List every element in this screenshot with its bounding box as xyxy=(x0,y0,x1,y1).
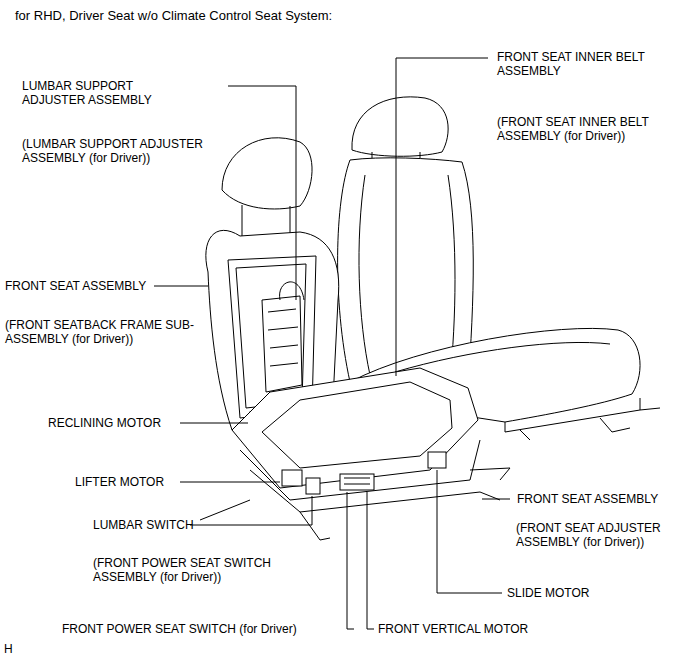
part-name: FRONT POWER SEAT SWITCH (for Driver) xyxy=(62,622,297,636)
part-name: RECLINING MOTOR xyxy=(48,416,161,430)
part-name: (FRONT SEAT ADJUSTER ASSEMBLY (for Drive… xyxy=(516,521,686,549)
part-name: LUMBAR SUPPORT ADJUSTER ASSEMBLY xyxy=(22,79,172,107)
part-name: (LUMBAR SUPPORT ADJUSTER ASSEMBLY (for D… xyxy=(22,137,232,165)
diagram-title: for RHD, Driver Seat w/o Climate Control… xyxy=(15,8,332,24)
part-name: FRONT SEAT ASSEMBLY xyxy=(5,279,195,293)
part-name: (FRONT SEATBACK FRAME SUB-ASSEMBLY (for … xyxy=(5,318,197,346)
part-name: LUMBAR SWITCH xyxy=(93,518,194,532)
part-name: SLIDE MOTOR xyxy=(507,586,589,600)
part-name: LIFTER MOTOR xyxy=(75,475,164,489)
part-name: FRONT VERTICAL MOTOR xyxy=(378,622,528,636)
part-name: (FRONT SEAT INNER BELT ASSEMBLY (for Dri… xyxy=(497,115,682,143)
part-name: (FRONT POWER SEAT SWITCH ASSEMBLY (for D… xyxy=(93,556,323,584)
part-name: FRONT SEAT ASSEMBLY xyxy=(517,492,658,506)
part-name: FRONT SEAT INNER BELT ASSEMBLY xyxy=(497,50,682,78)
figure-code: H xyxy=(4,642,13,656)
